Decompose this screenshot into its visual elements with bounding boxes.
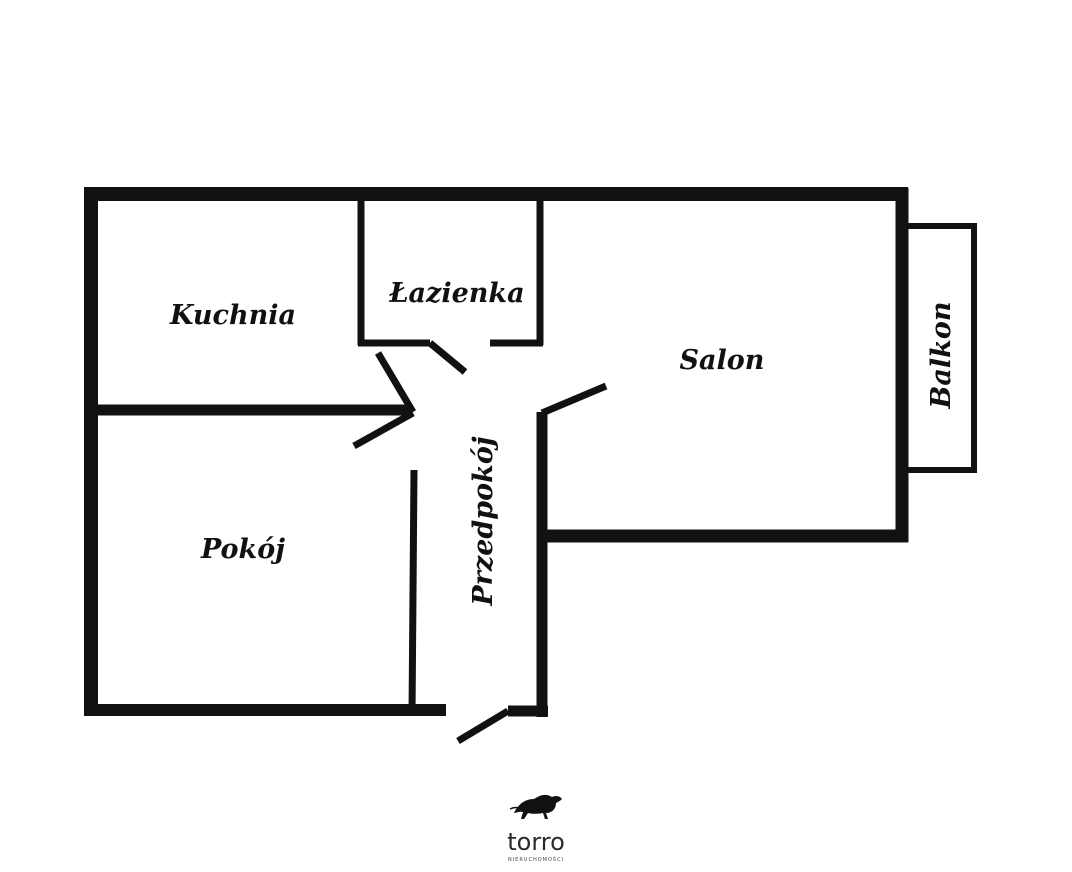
balcony-outline [908,223,977,473]
door-room [352,409,415,450]
label-kuchnia: Kuchnia [169,300,296,331]
label-lazienka: Łazienka [388,278,524,309]
interior-walls [90,196,544,717]
door-entrance [456,707,510,745]
bull-icon [509,794,562,819]
logo-name: torro [507,828,565,856]
label-balkon: Balkon [926,302,957,410]
label-przedpokoj: Przedpokój [468,436,499,607]
label-salon: Salon [680,345,765,376]
door-bathroom [427,340,468,375]
logo-subtitle: NIERUCHOMOŚCI [508,856,564,863]
logo: torro NIERUCHOMOŚCI [507,794,565,863]
door-kitchen [374,351,417,414]
balcony [908,223,977,473]
outer-walls [84,187,909,717]
door-salon [540,382,608,417]
doors [352,340,608,745]
label-pokoj: Pokój [200,534,285,565]
wall-room-right [408,469,418,717]
